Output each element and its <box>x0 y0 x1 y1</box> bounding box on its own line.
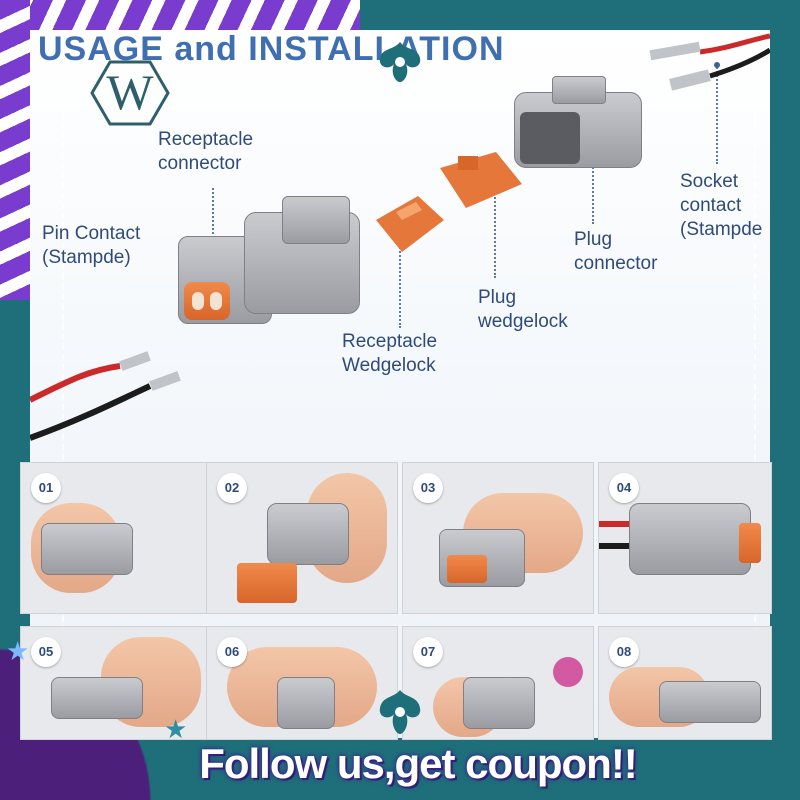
stripe-pattern-left <box>0 0 30 300</box>
label-plug-wedgelock: Plug wedgelock <box>478 287 568 332</box>
label-pin-contact: Pin Contact (Stampde) <box>42 223 141 268</box>
step-number: 06 <box>217 637 247 667</box>
pointer-receptacle-connector <box>212 188 214 270</box>
step-panel-08: 08 <box>598 626 772 740</box>
step-panel-07: 07 <box>402 626 594 740</box>
pin-contact-wires <box>30 351 181 441</box>
step-panel-01: 01 <box>20 462 212 614</box>
step-panel-02: 02 <box>206 462 398 614</box>
ornament-icon <box>379 690 421 734</box>
step-number: 07 <box>413 637 443 667</box>
connector-image <box>41 523 133 575</box>
step-number: 05 <box>31 637 61 667</box>
plug-wedgelock-part <box>440 152 522 208</box>
promo-banner[interactable]: Follow us,get coupon!! <box>199 740 638 787</box>
pointer-plug-connector <box>592 120 594 224</box>
plug-opening <box>520 112 580 164</box>
step-number: 01 <box>31 473 61 503</box>
step-panel-05: 05 <box>20 626 212 740</box>
dashed-border-right <box>754 72 756 732</box>
pointer-dot <box>714 62 720 68</box>
connector-face <box>447 555 487 583</box>
label-plug-connector: Plug connector <box>574 229 658 274</box>
receptacle-face <box>184 282 230 320</box>
connector-image <box>659 681 761 723</box>
label-receptacle-wedgelock: Receptacle Wedgelock <box>342 331 438 376</box>
connector-image <box>629 503 751 575</box>
pointer-plug-wedgelock <box>494 178 496 278</box>
connector-image <box>463 677 535 729</box>
step-number: 04 <box>609 473 639 503</box>
star-icon: ★ <box>6 636 30 666</box>
frame-right <box>770 0 800 800</box>
pin-hole <box>210 292 222 310</box>
step-number: 08 <box>609 637 639 667</box>
step-panel-06: 06 <box>206 626 398 740</box>
logo: W <box>106 64 154 120</box>
dashed-border-left <box>62 72 64 732</box>
socket-contact-wires <box>649 33 770 91</box>
step-panel-04: 04 <box>598 462 772 614</box>
step-number: 03 <box>413 473 443 503</box>
connector-face <box>739 523 761 563</box>
receptacle-latch <box>282 196 350 244</box>
step-panel-03: 03 <box>402 462 594 614</box>
logo-hexagon-icon <box>90 60 170 126</box>
step-number: 02 <box>217 473 247 503</box>
tool-image <box>553 657 583 687</box>
wedgelock-image <box>237 563 297 603</box>
label-receptacle-connector: Receptacle connector <box>158 129 254 174</box>
pointer-receptacle-wedgelock <box>399 228 401 328</box>
pointer-socket-contact <box>716 64 718 164</box>
connector-image <box>51 677 143 719</box>
receptacle-wedgelock-part <box>376 196 444 252</box>
plug-latch <box>552 76 606 104</box>
connector-image <box>277 677 335 729</box>
stripe-pattern-top <box>0 0 360 30</box>
star-icon: ★ <box>164 714 188 744</box>
connector-image <box>267 503 349 565</box>
label-socket-contact: Socket contact (Stampde <box>680 171 763 240</box>
ornament-icon <box>379 42 421 82</box>
pin-hole <box>192 292 204 310</box>
